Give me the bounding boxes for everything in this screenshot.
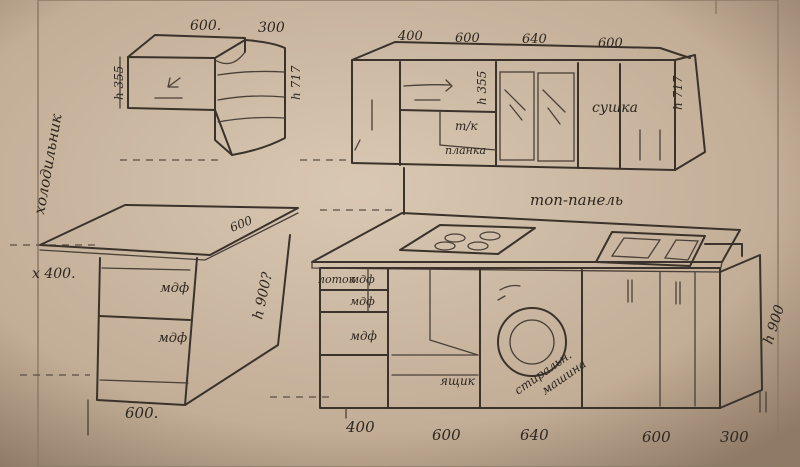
base-cabinets	[311, 212, 767, 419]
label-mdf-3: мдф	[350, 329, 377, 343]
base-width-400: 400	[345, 418, 375, 436]
corner-width-b-label: 300	[258, 20, 285, 36]
upper-height-left-label: h 355	[475, 71, 489, 105]
label-lotok: лоток	[318, 273, 356, 286]
base-width-600: 600	[432, 426, 461, 444]
page-frame	[37, 0, 779, 467]
label-tk: т/к	[455, 119, 478, 133]
top-panel-label: топ-панель	[530, 191, 623, 209]
label-sushka: сушка	[592, 100, 638, 116]
island-mdf-upper: мдф	[160, 281, 189, 296]
upper-width-640: 640	[522, 32, 547, 47]
upper-width-600: 600	[455, 31, 480, 46]
base-width-300: 300	[720, 428, 749, 446]
upper-height-right-label: h 717	[671, 75, 685, 110]
corner-width-a-label: 600.	[190, 18, 221, 34]
corner-wall-module	[119, 34, 286, 156]
upper-width-400: 400	[397, 29, 423, 44]
corner-height-left-label: h 355	[112, 66, 126, 100]
label-planka: планка	[445, 144, 486, 157]
base-width-600b: 600	[642, 428, 671, 446]
upper-wall-cabinets	[351, 41, 706, 215]
label-yashik: ящик	[440, 374, 476, 388]
upper-width-600b: 600	[598, 36, 623, 51]
corner-height-right-label: h 717	[289, 65, 303, 100]
label-mdf-2: мдф	[350, 295, 375, 308]
island-depth-label: x 400.	[32, 266, 76, 282]
label-mdf-1: мдф	[350, 273, 375, 286]
base-width-640: 640	[520, 426, 549, 444]
island-bottom-width: 600.	[125, 404, 158, 422]
island-cabinet	[39, 204, 299, 436]
island-mdf-lower: мдф	[158, 331, 187, 346]
